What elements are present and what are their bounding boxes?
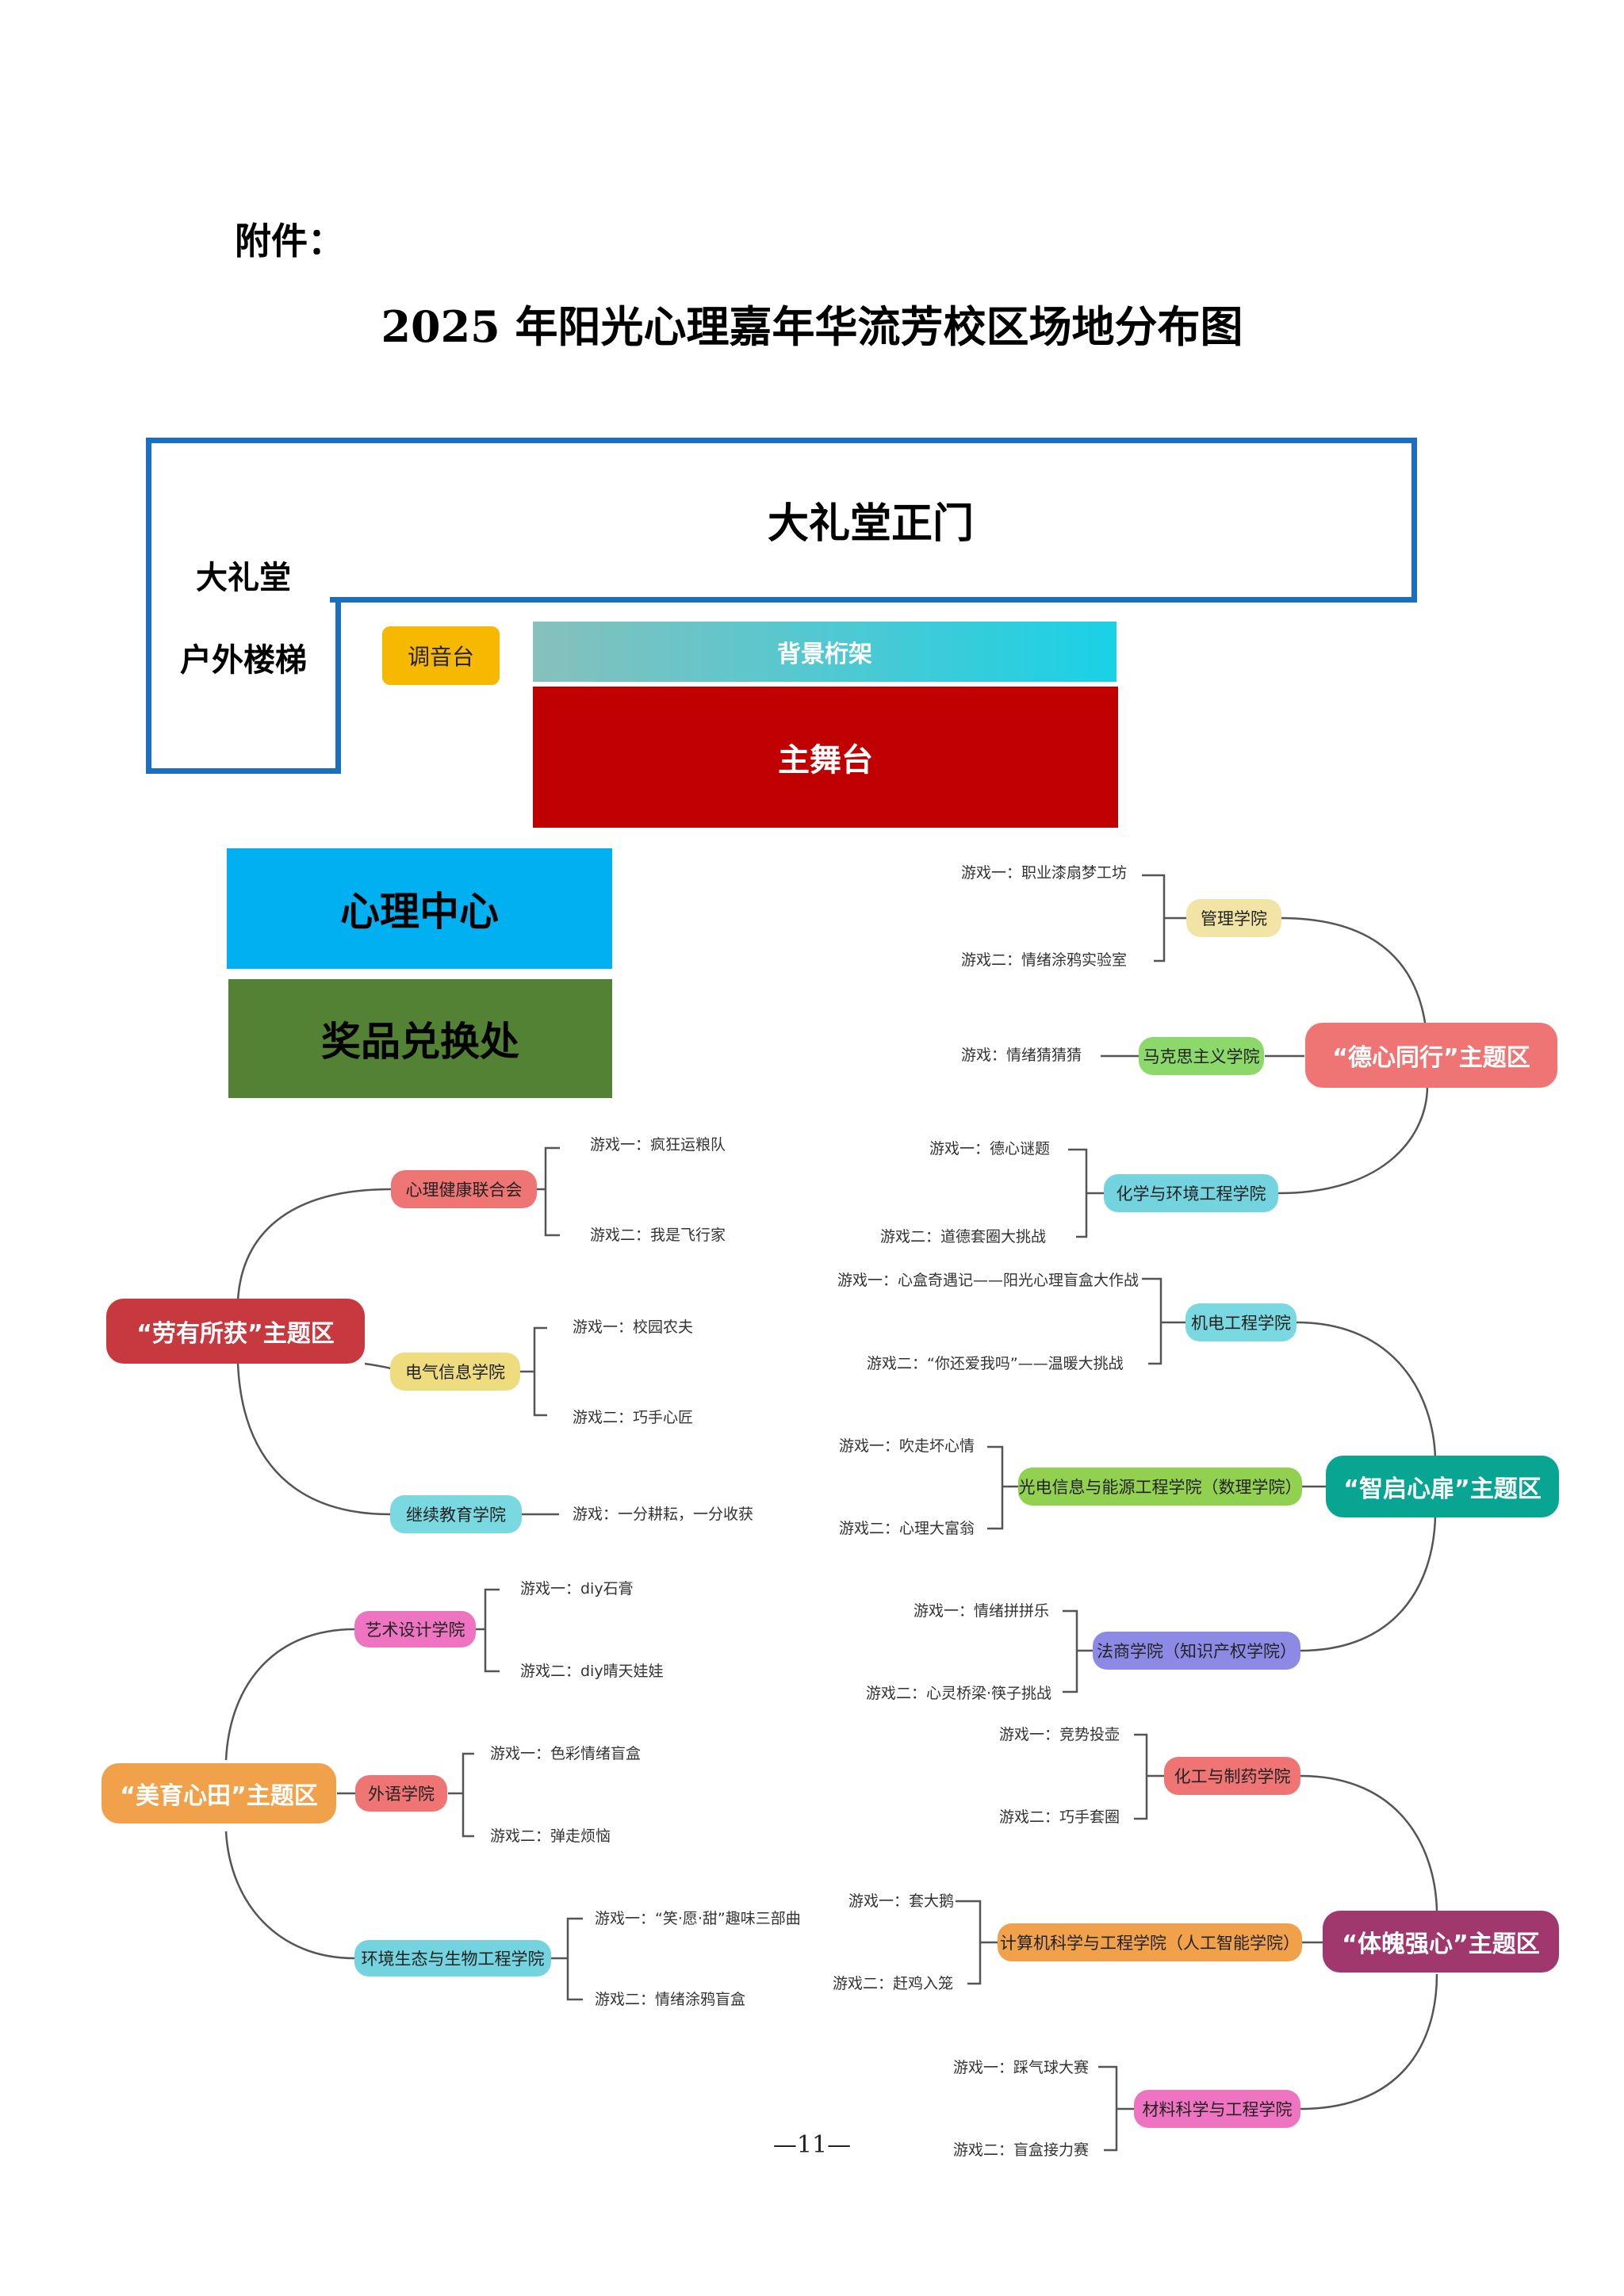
college-foreign-languages: 外语学院	[355, 1775, 447, 1812]
game-item: 游戏二：盲盒接力赛	[953, 2141, 1090, 2159]
page-number: —11—	[772, 2131, 852, 2159]
college-law-business: 法商学院（知识产权学院）	[1093, 1632, 1300, 1670]
zone-dexin-hub: “德心同行”主题区	[1305, 1023, 1557, 1088]
college-chem-env: 化学与环境工程学院	[1104, 1174, 1278, 1212]
zone-laoyou-hub: “劳有所获”主题区	[106, 1299, 365, 1364]
game-item: 游戏一：色彩情绪盲盒	[490, 1745, 642, 1762]
college-mental-health-union: 心理健康联合会	[391, 1170, 537, 1208]
stairs-label-line1: 大礼堂	[196, 560, 291, 596]
prize-exchange: 奖品兑换处	[228, 979, 612, 1098]
game-item: 游戏一：校园农夫	[573, 1318, 694, 1336]
college-computer-science: 计算机科学与工程学院（人工智能学院）	[998, 1923, 1302, 1961]
college-mechatronics: 机电工程学院	[1185, 1303, 1297, 1341]
zone-tipo-hub: “体魄强心”主题区	[1323, 1911, 1559, 1973]
game-item: 游戏二：心灵桥梁·筷子挑战	[866, 1685, 1052, 1702]
college-electrical: 电气信息学院	[390, 1353, 520, 1391]
game-item: 游戏：一分耕耘，一分收获	[573, 1506, 754, 1523]
game-item: 游戏一：吹走坏心情	[839, 1437, 975, 1455]
main-door-label: 大礼堂正门	[767, 500, 974, 548]
game-item: 游戏一：心盒奇遇记——阳光心理盲盒大作战	[837, 1272, 1139, 1289]
game-item: 游戏二：弹走烦恼	[490, 1827, 611, 1845]
college-marxism: 马克思主义学院	[1139, 1037, 1264, 1075]
game-item: 游戏一：德心谜题	[929, 1140, 1051, 1158]
game-item: 游戏一：职业漆扇梦工坊	[961, 864, 1128, 882]
college-chem-pharma: 化工与制药学院	[1164, 1757, 1300, 1795]
game-item: 游戏一：情绪拼拼乐	[914, 1602, 1050, 1620]
game-item: 游戏二：道德套圈大挑战	[880, 1228, 1047, 1246]
college-optoelectronics: 光电信息与能源工程学院（数理学院）	[1018, 1468, 1302, 1506]
game-item: 游戏一：“笑·愿·甜”趣味三部曲	[595, 1910, 801, 1927]
game-item: 游戏：情绪猜猜猜	[961, 1047, 1082, 1064]
page-title: 2025 年阳光心理嘉年华流芳校区场地分布图	[381, 301, 1243, 352]
college-materials: 材料科学与工程学院	[1134, 2090, 1300, 2128]
sound-desk: 调音台	[382, 626, 500, 685]
zone-meiyu-hub: “美育心田”主题区	[102, 1763, 336, 1823]
college-continuing-education: 继续教育学院	[390, 1495, 522, 1533]
game-item: 游戏二：情绪涂鸦实验室	[961, 951, 1128, 969]
zone-zhiqi-hub: “智启心扉”主题区	[1326, 1456, 1559, 1517]
game-item: 游戏一：竞势投壶	[999, 1726, 1120, 1743]
college-env-bio: 环境生态与生物工程学院	[354, 1940, 551, 1976]
game-item: 游戏一：套大鹅	[848, 1892, 955, 1910]
game-item: 游戏一：踩气球大赛	[953, 2059, 1090, 2076]
game-item: 游戏二：赶鸡入笼	[833, 1975, 954, 1992]
stairs-label-line2: 户外楼梯	[180, 642, 307, 679]
college-art-design: 艺术设计学院	[354, 1611, 476, 1647]
psych-center: 心理中心	[227, 848, 612, 969]
college-management: 管理学院	[1186, 899, 1281, 937]
game-item: 游戏一：疯狂运粮队	[590, 1136, 726, 1154]
main-stage: 主舞台	[533, 687, 1118, 828]
game-item: 游戏二：我是飞行家	[590, 1226, 726, 1244]
game-item: 游戏二：情绪涂鸦盲盒	[595, 1991, 746, 2008]
main-door-area	[330, 438, 1417, 603]
backdrop-truss: 背景桁架	[533, 622, 1116, 682]
game-item: 游戏二：diy晴天娃娃	[520, 1663, 664, 1680]
game-item: 游戏二：巧手套圈	[999, 1808, 1120, 1826]
game-item: 游戏二：“你还爱我吗”——温暖大挑战	[867, 1355, 1124, 1372]
attachment-label: 附件：	[235, 220, 344, 262]
outdoor-stairs-area	[146, 438, 341, 774]
game-item: 游戏一：diy石膏	[520, 1580, 634, 1598]
game-item: 游戏二：心理大富翁	[839, 1520, 975, 1537]
game-item: 游戏二：巧手心匠	[573, 1409, 694, 1426]
